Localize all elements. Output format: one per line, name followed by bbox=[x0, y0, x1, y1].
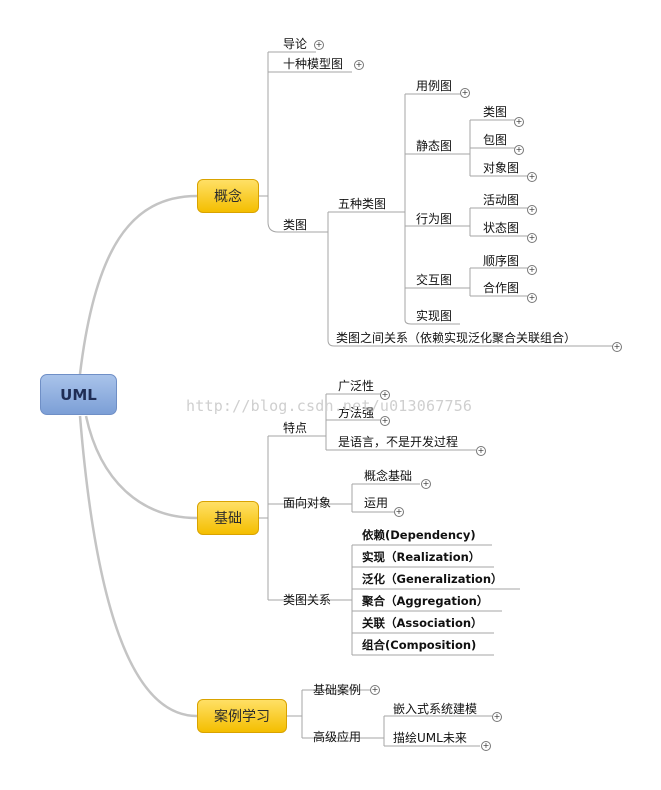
topic-static[interactable]: 静态图 bbox=[416, 139, 453, 153]
topic-advanced[interactable]: 高级应用 bbox=[313, 730, 362, 744]
expand-icon[interactable]: + bbox=[354, 60, 364, 70]
topic-sequence[interactable]: 顺序图 bbox=[483, 254, 520, 268]
root-node[interactable]: UML bbox=[40, 374, 117, 415]
topic-implementation[interactable]: 实现图 bbox=[416, 309, 453, 323]
expand-icon[interactable]: + bbox=[460, 88, 470, 98]
topic-uml-future[interactable]: 描绘UML未来 bbox=[393, 731, 467, 745]
topic-collaboration[interactable]: 合作图 bbox=[483, 281, 520, 295]
expand-icon[interactable]: + bbox=[476, 446, 486, 456]
topic-state[interactable]: 状态图 bbox=[483, 221, 520, 235]
topic-composition[interactable]: 组合(Composition) bbox=[362, 638, 477, 652]
branch-basics[interactable]: 基础 bbox=[197, 501, 259, 535]
topic-universality[interactable]: 广泛性 bbox=[338, 379, 375, 393]
expand-icon[interactable]: + bbox=[380, 390, 390, 400]
expand-icon[interactable]: + bbox=[514, 117, 524, 127]
topic-ten-models[interactable]: 十种模型图 bbox=[283, 57, 344, 71]
topic-application[interactable]: 运用 bbox=[364, 496, 389, 510]
link-root-cases bbox=[78, 415, 198, 718]
branch-concept[interactable]: 概念 bbox=[197, 179, 259, 213]
topic-interaction[interactable]: 交互图 bbox=[416, 273, 453, 287]
expand-icon[interactable]: + bbox=[527, 172, 537, 182]
topic-activity[interactable]: 活动图 bbox=[483, 193, 520, 207]
expand-icon[interactable]: + bbox=[394, 507, 404, 517]
topic-behavior[interactable]: 行为图 bbox=[416, 212, 453, 226]
topic-static-package[interactable]: 包图 bbox=[483, 133, 508, 147]
topic-five-types[interactable]: 五种类图 bbox=[338, 197, 387, 211]
expand-icon[interactable]: + bbox=[527, 205, 537, 215]
topic-aggregation[interactable]: 聚合（Aggregation） bbox=[362, 594, 489, 608]
expand-icon[interactable]: + bbox=[481, 741, 491, 751]
topic-strong-method[interactable]: 方法强 bbox=[338, 406, 375, 420]
topic-is-language[interactable]: 是语言，不是开发过程 bbox=[338, 435, 459, 449]
topic-embedded-modeling[interactable]: 嵌入式系统建模 bbox=[393, 702, 478, 716]
expand-icon[interactable]: + bbox=[527, 233, 537, 243]
expand-icon[interactable]: + bbox=[527, 293, 537, 303]
topic-generalization[interactable]: 泛化（Generalization） bbox=[362, 572, 503, 586]
topic-intro[interactable]: 导论 bbox=[283, 37, 308, 51]
expand-icon[interactable]: + bbox=[514, 145, 524, 155]
topic-static-object[interactable]: 对象图 bbox=[483, 161, 520, 175]
expand-icon[interactable]: + bbox=[314, 40, 324, 50]
topic-dependency[interactable]: 依赖(Dependency) bbox=[362, 528, 476, 542]
topic-features[interactable]: 特点 bbox=[283, 421, 308, 435]
topic-underlines bbox=[278, 51, 614, 747]
expand-icon[interactable]: + bbox=[612, 342, 622, 352]
watermark-text: http://blog.csdn.net/u013067756 bbox=[186, 397, 473, 415]
topic-relations[interactable]: 类图之间关系（依赖实现泛化聚合关联组合） bbox=[336, 331, 577, 345]
expand-icon[interactable]: + bbox=[492, 712, 502, 722]
topic-static-class[interactable]: 类图 bbox=[483, 105, 508, 119]
topic-realization[interactable]: 实现（Realization） bbox=[362, 550, 481, 564]
link-root-concept bbox=[78, 194, 198, 375]
expand-icon[interactable]: + bbox=[527, 265, 537, 275]
topic-association[interactable]: 关联（Association） bbox=[362, 616, 483, 630]
topic-basic-case[interactable]: 基础案例 bbox=[313, 683, 362, 697]
expand-icon[interactable]: + bbox=[380, 416, 390, 426]
topic-concept-basis[interactable]: 概念基础 bbox=[364, 469, 413, 483]
expand-icon[interactable]: + bbox=[421, 479, 431, 489]
link-root-basics bbox=[84, 415, 198, 520]
topic-object-oriented[interactable]: 面向对象 bbox=[283, 496, 332, 510]
expand-icon[interactable]: + bbox=[370, 685, 380, 695]
topic-class-relations[interactable]: 类图关系 bbox=[283, 593, 332, 607]
branch-cases[interactable]: 案例学习 bbox=[197, 699, 287, 733]
topic-use-case[interactable]: 用例图 bbox=[416, 79, 453, 93]
topic-class-diagram[interactable]: 类图 bbox=[283, 218, 308, 232]
